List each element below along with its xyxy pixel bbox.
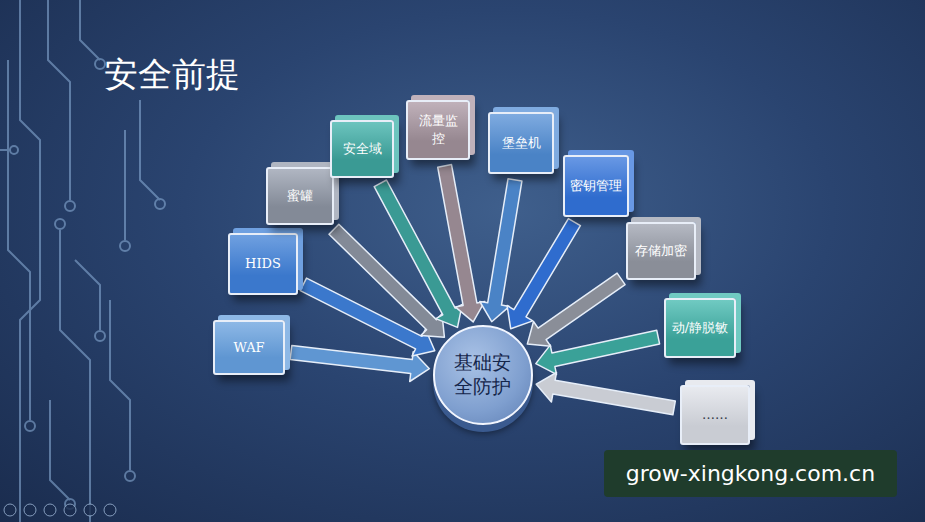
security-box: 密钥管理 bbox=[563, 155, 629, 217]
block-arrow bbox=[290, 346, 429, 382]
box-label: WAF bbox=[233, 339, 264, 357]
security-box: 堡垒机 bbox=[488, 112, 554, 174]
block-arrow bbox=[480, 179, 522, 322]
security-box: 动/静脱敏 bbox=[664, 298, 736, 358]
security-box: 安全域 bbox=[330, 120, 394, 178]
box-label: 安全域 bbox=[343, 140, 382, 158]
block-arrow bbox=[536, 373, 675, 415]
block-arrow bbox=[438, 165, 485, 322]
block-arrow bbox=[527, 273, 625, 346]
core-circle: 基础安全防护 bbox=[433, 325, 533, 425]
security-box: WAF bbox=[213, 320, 285, 375]
core-label: 基础安全防护 bbox=[454, 351, 513, 399]
watermark: grow-xingkong.com.cn bbox=[604, 450, 897, 497]
security-box: 流量监控 bbox=[406, 100, 470, 160]
slide-title: 安全前提 bbox=[104, 52, 240, 98]
security-box: 蜜罐 bbox=[266, 167, 334, 225]
box-label: HIDS bbox=[245, 255, 281, 273]
watermark-text: grow-xingkong.com.cn bbox=[626, 461, 875, 486]
box-label: 密钥管理 bbox=[570, 177, 622, 195]
box-label: …… bbox=[702, 406, 728, 424]
security-box: …… bbox=[680, 385, 750, 445]
box-label: 蜜罐 bbox=[287, 187, 313, 205]
box-label: 流量监控 bbox=[413, 112, 463, 147]
security-box: HIDS bbox=[228, 233, 298, 295]
box-label: 堡垒机 bbox=[502, 134, 541, 152]
box-label: 存储加密 bbox=[635, 242, 687, 260]
block-arrow bbox=[536, 330, 660, 374]
box-label: 动/静脱敏 bbox=[672, 319, 728, 337]
security-box: 存储加密 bbox=[626, 222, 696, 280]
